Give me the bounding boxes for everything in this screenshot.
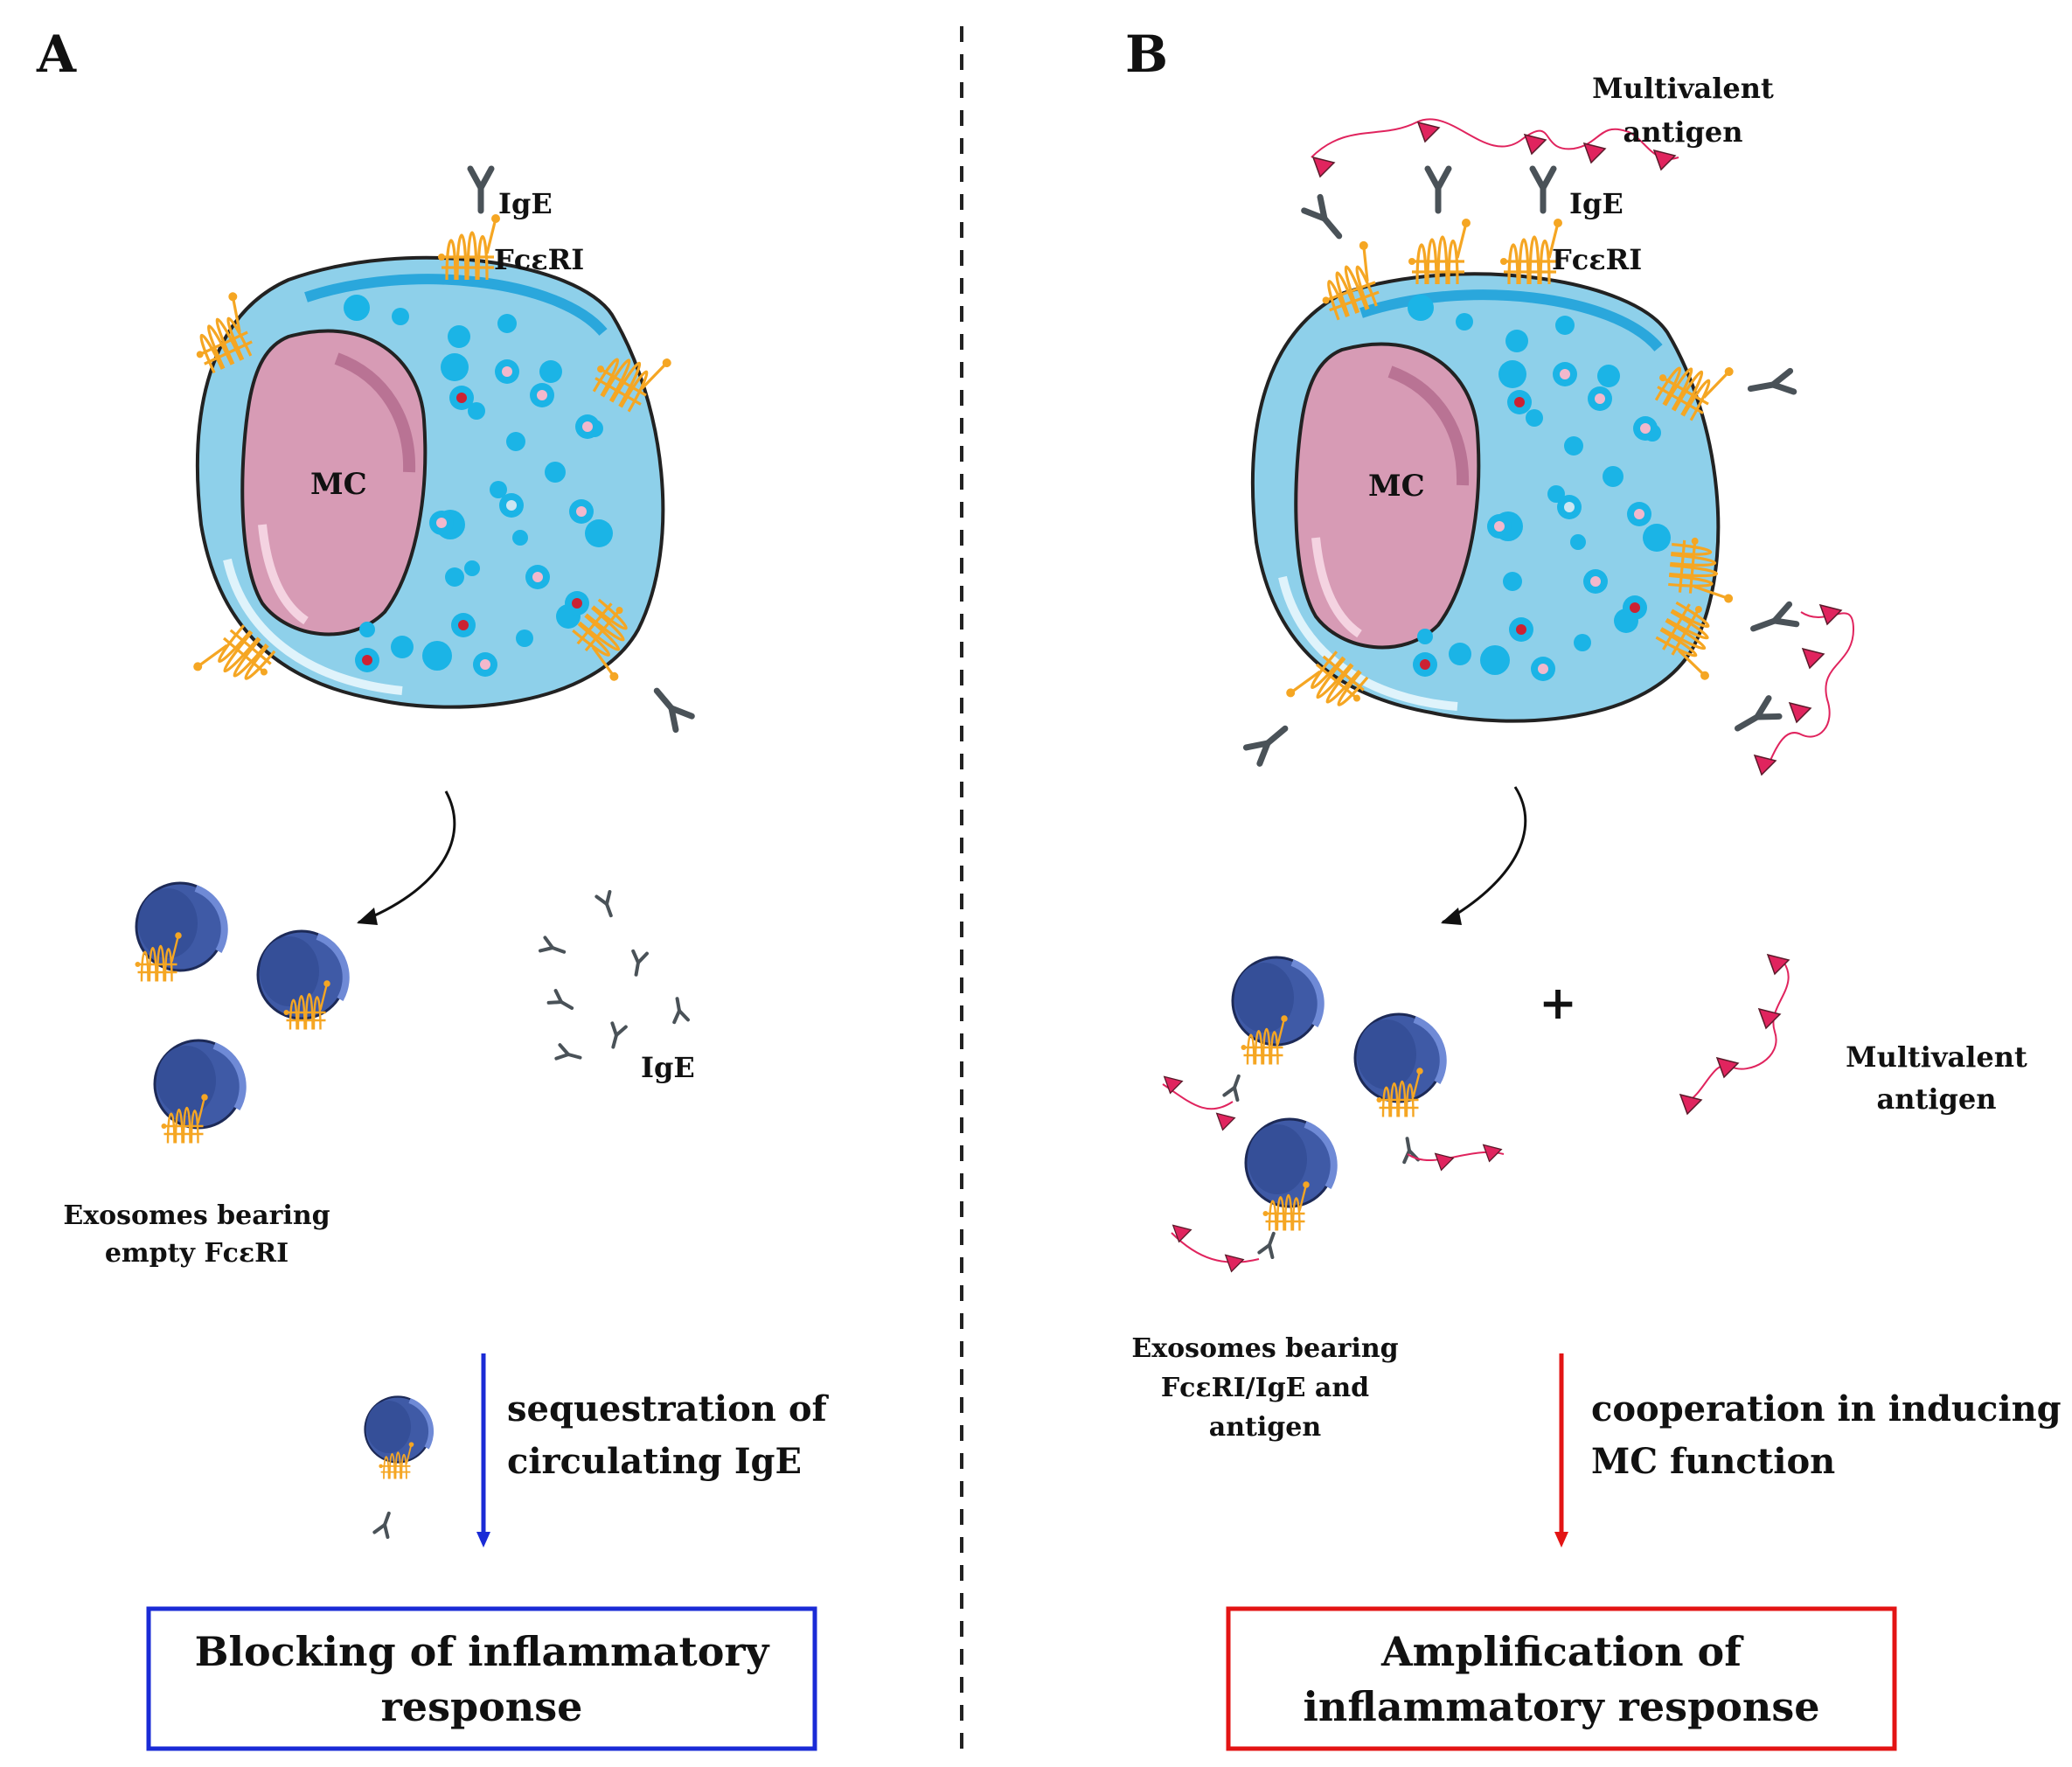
ige-antibody (668, 995, 690, 1025)
arrow-text-b-2: MC function (1591, 1441, 1835, 1482)
exosome (258, 931, 346, 1019)
ige-antibody (1533, 169, 1554, 211)
exosome-label-a-2: empty FcεRI (105, 1238, 289, 1269)
antigen (1679, 1094, 1702, 1115)
free-ige-label-a: IgE (641, 1051, 695, 1084)
exosome (1246, 1119, 1334, 1207)
outcome-text-a-1: Blocking of inflammatory (195, 1628, 770, 1675)
ige-antibody (554, 1043, 584, 1067)
outcome-box-a (146, 1606, 817, 1751)
exosome-label-b-2: FcεRI/IgE and (1161, 1373, 1369, 1403)
mast-cell-b: MC (1246, 118, 1855, 776)
panel-a: A MC (36, 24, 829, 1751)
panel-b-letter: B (1125, 24, 1168, 84)
antigen-chain-top (1311, 118, 1679, 160)
ige-antibody (1222, 1072, 1248, 1103)
outcome-box-b (1226, 1606, 1897, 1751)
ige-antibody-top (470, 169, 491, 211)
ige-antibody (1749, 371, 1793, 399)
antigen (1417, 122, 1440, 143)
ige-antibody (1732, 699, 1779, 738)
ige-antibody (1749, 604, 1796, 638)
ige-label-a: IgE (498, 187, 553, 220)
granule-cores-b (1413, 362, 1658, 681)
free-antigen-chain (1686, 961, 1790, 1103)
antigen (1312, 157, 1335, 177)
antigen-chain-right (1765, 611, 1855, 770)
nucleus (1294, 342, 1481, 650)
plus-sign: + (1539, 977, 1577, 1030)
ige-antibody (538, 936, 568, 961)
outcome-text-b-2: inflammatory response (1303, 1683, 1819, 1730)
antigen (1164, 1075, 1183, 1094)
exosome-label-a-1: Exosomes bearing (63, 1200, 330, 1231)
panel-a-letter: A (36, 24, 77, 84)
arrow-text-a-1: sequestration of (507, 1388, 829, 1430)
exosomes-empty (136, 883, 346, 1144)
antigen-top-label-1: Multivalent (1592, 72, 1774, 105)
antigen (1225, 1254, 1244, 1272)
antigen (1216, 1112, 1235, 1130)
granules-b (1408, 295, 1671, 675)
ige-antibody (1304, 197, 1347, 242)
panel-b: B MC (1125, 24, 2062, 1751)
outcome-text-a-2: response (381, 1683, 583, 1730)
release-arrow-b (1442, 786, 1527, 924)
fcer-label-b: FcεRI (1552, 243, 1642, 276)
ige-antibody (1428, 169, 1449, 211)
cell-label-b: MC (1368, 469, 1425, 504)
exosomes-loaded (1162, 957, 1505, 1272)
ige-antibody (546, 989, 578, 1016)
antigen (1758, 1008, 1781, 1029)
antigen (1789, 702, 1811, 723)
ige-antibody (1246, 720, 1291, 763)
ige-antibody-bottomright (649, 684, 692, 729)
mast-cell-a: MC (177, 169, 692, 730)
ige-antibody (604, 1021, 628, 1051)
release-arrow-a (358, 790, 456, 924)
cell-label-a: MC (310, 467, 367, 502)
exosome (1233, 957, 1321, 1045)
exosome-label-b-1: Exosomes bearing (1131, 1333, 1398, 1364)
ige-antibody (627, 949, 649, 978)
exosome-label-b-3: antigen (1209, 1412, 1322, 1443)
antigen (1435, 1152, 1454, 1171)
arrow-text-a-2: circulating IgE (507, 1441, 802, 1482)
antigen (1524, 134, 1547, 155)
nucleus (240, 329, 428, 637)
antigen (1172, 1224, 1192, 1242)
antigen (1802, 648, 1825, 669)
antigen (1653, 150, 1676, 170)
ige-antibody (594, 889, 620, 920)
exosome (155, 1040, 243, 1128)
ige-antibody (372, 1509, 398, 1540)
ige-label-b: IgE (1569, 187, 1624, 220)
antigen-free-label-1: Multivalent (1846, 1040, 2027, 1074)
antigen-top-label-2: antigen (1624, 115, 1743, 149)
ige-antibody (1257, 1229, 1283, 1260)
antigen (1583, 143, 1606, 163)
outcome-text-b-1: Amplification of (1380, 1628, 1744, 1675)
antigen-free-label-2: antigen (1877, 1082, 1997, 1116)
granule-cores-a (355, 359, 600, 677)
antigen (1754, 755, 1776, 776)
fcer-label-a: FcεRI (494, 243, 584, 276)
arrow-text-b-1: cooperation in inducing (1591, 1388, 2062, 1430)
free-ige (538, 889, 690, 1067)
